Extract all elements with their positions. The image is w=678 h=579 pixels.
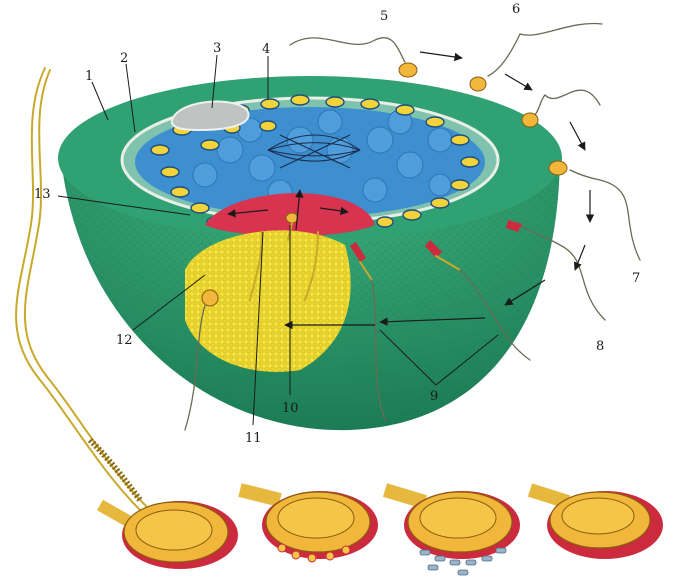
label-12: 12 <box>116 333 133 348</box>
sperm-6 <box>470 23 602 91</box>
sperm-7 <box>549 161 640 260</box>
label-7: 7 <box>632 271 640 286</box>
label-11: 11 <box>245 431 262 446</box>
label-10: 10 <box>282 401 299 416</box>
label-3: 3 <box>213 41 221 56</box>
egg-cell <box>58 76 562 430</box>
acrosome-stage-4 <box>530 490 663 559</box>
sperm-top-right-a <box>522 90 600 127</box>
acrosome-stage-3 <box>385 490 520 575</box>
sperm-5 <box>290 38 417 77</box>
label-13: 13 <box>34 187 51 202</box>
label-8: 8 <box>596 339 604 354</box>
label-6: 6 <box>512 2 520 17</box>
label-4: 4 <box>262 42 270 57</box>
label-9: 9 <box>430 389 438 404</box>
acrosome-stage-2 <box>240 490 378 562</box>
label-2: 2 <box>120 51 128 66</box>
label-1: 1 <box>85 69 93 84</box>
acrosome-stage-1 <box>100 501 238 569</box>
label-5: 5 <box>380 9 388 24</box>
